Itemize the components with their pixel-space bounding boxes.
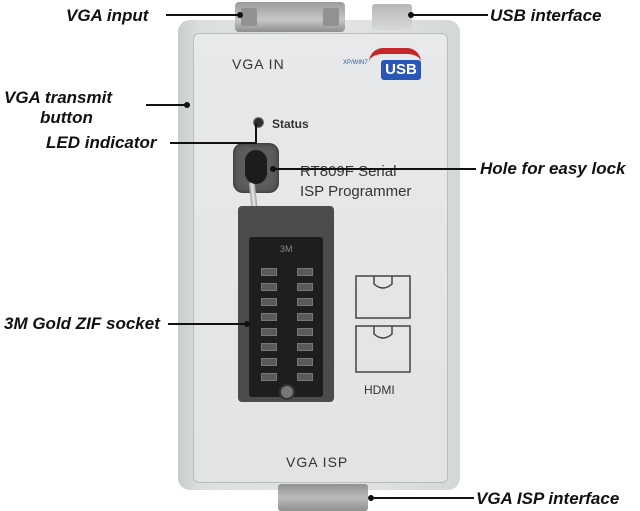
socket-pin <box>261 373 277 381</box>
vga-input-port[interactable] <box>235 2 345 32</box>
callout-vga-transmit-line2: button <box>40 108 93 127</box>
socket-pin <box>297 268 313 276</box>
socket-pin <box>297 358 313 366</box>
leader-led-vertical <box>255 124 257 144</box>
socket-pin <box>261 298 277 306</box>
vga-isp-label: VGA ISP <box>286 454 349 470</box>
leader-zif <box>168 323 246 325</box>
model-title: RT809F Serial ISP Programmer <box>300 162 411 202</box>
leader-usb <box>412 14 488 16</box>
socket-pin <box>261 328 277 336</box>
usb-logo-text: USB <box>381 60 421 80</box>
socket-pin <box>297 328 313 336</box>
leader-led <box>170 142 256 144</box>
usb-os-label: XP/WIN7 <box>343 60 368 66</box>
leader-dot-vga-transmit <box>184 102 190 108</box>
leader-vga-transmit <box>146 104 186 106</box>
callout-zif-socket: 3M Gold ZIF socket <box>4 314 160 333</box>
socket-pin <box>261 358 277 366</box>
leader-dot-usb <box>408 12 414 18</box>
leader-dot-zif <box>244 321 250 327</box>
callout-led-indicator: LED indicator <box>46 133 157 152</box>
socket-pin <box>297 373 313 381</box>
socket-pin <box>261 343 277 351</box>
callout-vga-isp-interface: VGA ISP interface <box>476 489 620 508</box>
callout-vga-transmit-line1: VGA transmit <box>4 88 113 107</box>
model-line-2: ISP Programmer <box>300 183 412 200</box>
socket-pin <box>261 313 277 321</box>
model-line-1: RT809F Serial <box>300 163 397 180</box>
led-indicator-icon <box>253 117 264 128</box>
socket-screw-icon <box>279 384 295 400</box>
callout-vga-transmit: VGA transmit button <box>4 88 112 128</box>
socket-pin <box>297 283 313 291</box>
socket-brand: 3M <box>280 244 293 254</box>
leader-vga-isp <box>374 497 474 499</box>
hdmi-label: HDMI <box>364 383 395 397</box>
callout-easy-lock: Hole for easy lock <box>480 159 626 178</box>
hdmi-outline-icon <box>355 275 411 373</box>
callout-vga-input: VGA input <box>66 6 149 25</box>
usb-port[interactable] <box>372 4 412 30</box>
usb-swoosh-icon <box>369 48 421 70</box>
socket-pin <box>261 268 277 276</box>
leader-dot-vga-isp <box>368 495 374 501</box>
status-label: Status <box>272 117 309 131</box>
port-screw-left <box>241 8 257 26</box>
leader-easy-lock <box>274 168 476 170</box>
socket-pin <box>297 313 313 321</box>
leader-dot-easy-lock <box>270 166 276 172</box>
vga-in-label: VGA IN <box>232 56 285 72</box>
port-screw-right <box>323 8 339 26</box>
usb-logo: XP/WIN7 USB <box>343 48 425 82</box>
zif-lever-knob[interactable] <box>245 150 267 184</box>
vga-isp-port[interactable] <box>278 484 368 511</box>
callout-usb-interface: USB interface <box>490 6 602 25</box>
leader-vga-input <box>166 14 240 16</box>
socket-pin <box>297 343 313 351</box>
leader-dot-vga-input <box>237 12 243 18</box>
socket-pin <box>297 298 313 306</box>
socket-pin <box>261 283 277 291</box>
